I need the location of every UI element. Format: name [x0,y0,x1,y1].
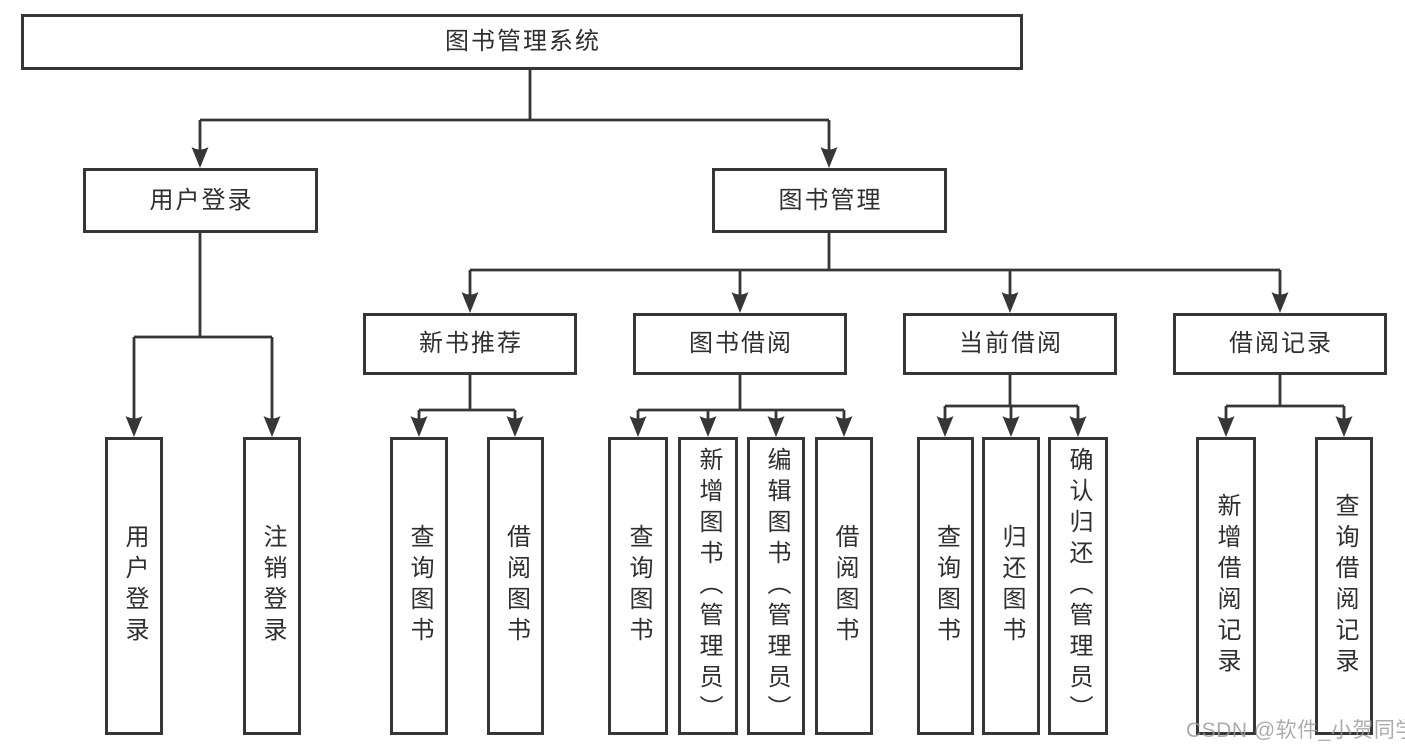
node-label: 新增借阅记录 [1213,493,1240,679]
node-label: 确认归还（管理员） [1065,446,1092,726]
node-root-book-management-system: 图书管理系统 [21,14,1023,70]
node-book-management: 图书管理 [712,168,947,233]
node-label: 用户登录 [149,186,254,214]
node-label: 查询图书 [406,524,433,648]
leaf-recommend-query-books: 查询图书 [390,437,448,735]
node-user-login: 用户登录 [83,168,318,233]
connector-book-management-to-level3 [468,233,1282,297]
leaf-borrow-query-books: 查询图书 [608,437,668,735]
node-borrow-records: 借阅记录 [1173,313,1387,375]
node-label: 归还图书 [998,524,1025,648]
node-label: 用户登录 [121,524,148,648]
leaf-logout-login: 注销登录 [243,437,301,735]
leaf-recommend-borrow-books: 借阅图书 [487,437,544,735]
node-current-borrow: 当前借阅 [903,313,1117,375]
connector-new-book-recommend-to-leaves [417,375,517,421]
node-label: 图书借阅 [689,330,793,357]
leaf-return-books: 归还图书 [982,437,1040,735]
node-label: 当前借阅 [959,330,1063,357]
node-label: 借阅图书 [502,524,530,648]
node-label: 图书管理 [778,186,883,214]
connector-current-borrow-to-leaves [943,375,1080,421]
node-label: 新书推荐 [419,330,523,357]
node-label: 注销登录 [259,524,286,648]
node-label: 借阅记录 [1229,330,1333,357]
node-label: 查询图书 [625,524,652,648]
leaf-edit-books-admin: 编辑图书（管理员） [747,437,805,735]
leaf-borrow-books: 借阅图书 [815,437,873,735]
connector-book-borrow-to-leaves [636,375,846,421]
node-label: 查询图书 [932,524,960,648]
csdn-watermark: CSDN @软件_小贺同学 [1186,719,1405,742]
leaf-add-borrow-record: 新增借阅记录 [1196,437,1256,735]
node-label: 图书管理系统 [445,28,601,55]
node-label: 编辑图书（管理员） [763,446,790,726]
leaf-user-login: 用户登录 [105,437,163,735]
node-book-borrow: 图书借阅 [633,313,847,375]
leaf-add-books-admin: 新增图书（管理员） [678,437,738,735]
node-label: 新增图书（管理员） [695,446,722,726]
connector-root-to-level2 [198,70,831,152]
leaf-current-query-books: 查询图书 [917,437,974,735]
leaf-query-borrow-record: 查询借阅记录 [1315,437,1373,735]
node-new-book-recommend: 新书推荐 [363,313,577,375]
connector-borrow-records-to-leaves [1224,375,1346,421]
node-label: 查询借阅记录 [1331,493,1358,679]
leaf-confirm-return-admin: 确认归还（管理员） [1048,437,1108,735]
connector-user-login-to-leaves [132,233,274,421]
node-label: 借阅图书 [831,524,858,648]
